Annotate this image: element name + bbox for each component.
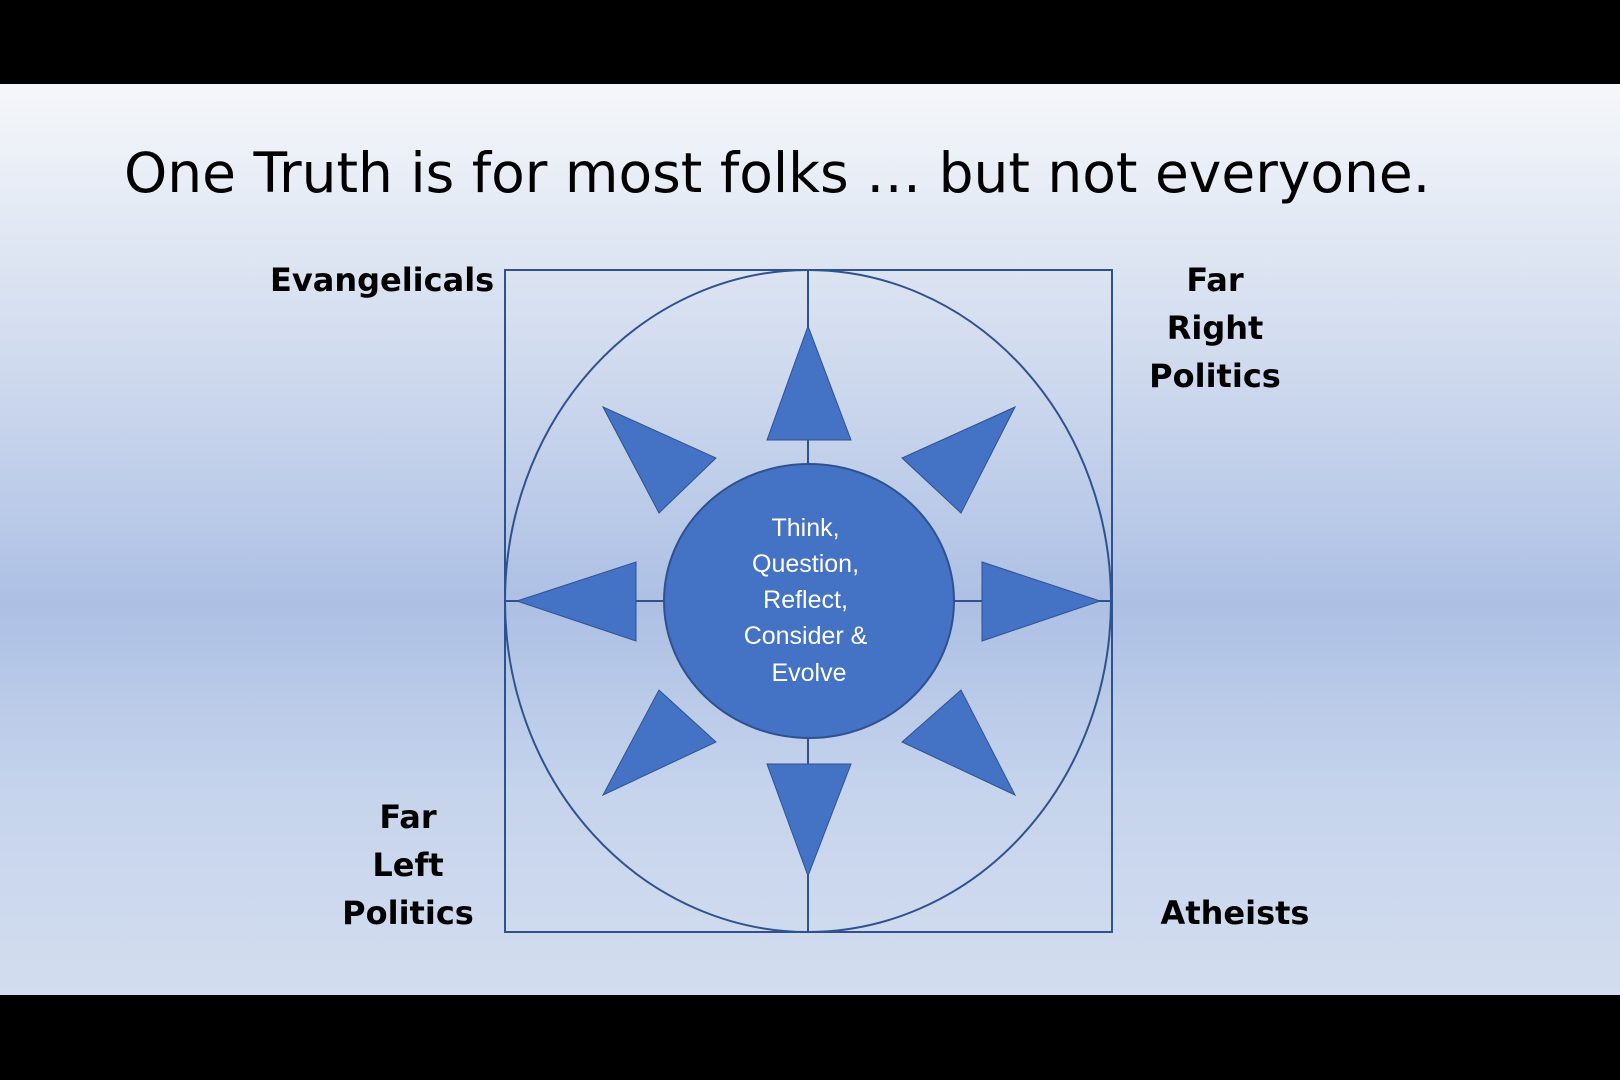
arrow-down-left (601, 689, 717, 797)
compass-diagram: Think, Question, Reflect, Consider & Evo… (504, 269, 1113, 933)
arrow-left (515, 561, 637, 642)
label-far-right-politics: Far Right Politics (1149, 261, 1281, 395)
center-ellipse (663, 463, 955, 739)
center-line-1: Think, (771, 514, 839, 542)
center-line-4: Consider & (744, 622, 868, 650)
center-line-5: Evolve (771, 659, 846, 687)
center-line-2: Question, (752, 550, 859, 578)
center-line-3: Reflect, (763, 586, 848, 614)
arrow-up (766, 324, 852, 441)
center-text: Think, Question, Reflect, Consider & Evo… (744, 514, 875, 687)
label-atheists: Atheists (1160, 894, 1310, 932)
title-emphasis: One Truth (124, 141, 393, 205)
label-evangelicals: Evangelicals (270, 261, 495, 299)
slide: One Truth is for most folks … but not ev… (0, 84, 1620, 995)
arrow-up-right (901, 405, 1017, 514)
title-rest: is for most folks … but not everyone. (392, 141, 1431, 205)
arrow-down-right (901, 689, 1017, 797)
slide-title: One Truth is for most folks … but not ev… (124, 146, 1430, 201)
label-far-left-politics: Far Left Politics (342, 798, 474, 932)
arrow-down (766, 763, 852, 878)
arrow-up-left (601, 405, 717, 514)
arrow-right (981, 561, 1102, 642)
